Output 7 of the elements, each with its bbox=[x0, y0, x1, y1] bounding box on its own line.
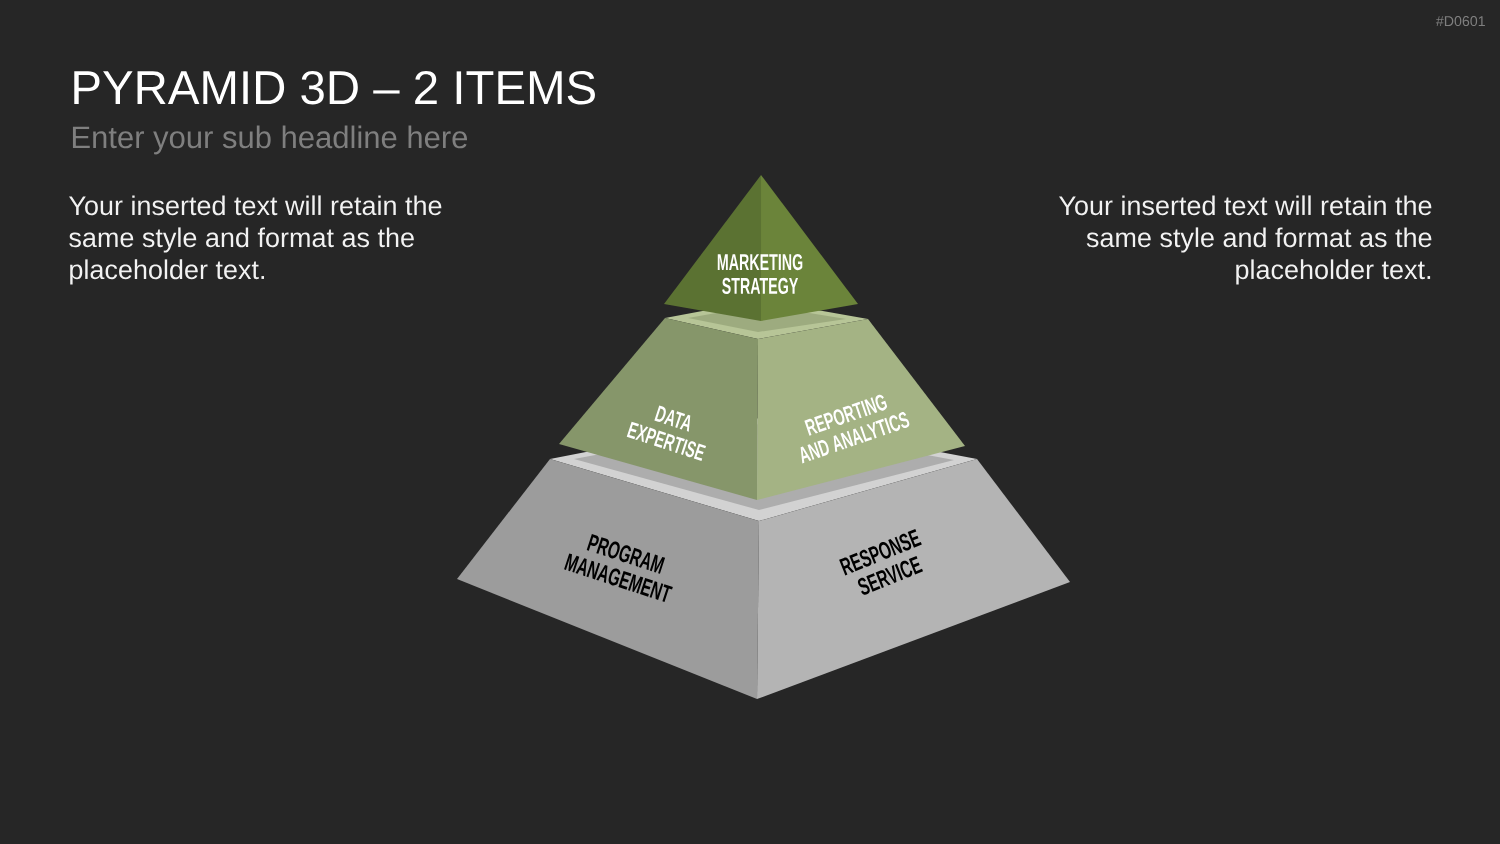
pyramid-face: DATA EXPERTISE bbox=[559, 318, 758, 500]
body-text: Your inserted text will retain the same style and format as the placeholder text. bbox=[69, 195, 442, 285]
subtitle: Enter your sub headline here bbox=[72, 125, 468, 155]
title: PYRAMID 3D – 2 ITEMS bbox=[74, 70, 595, 105]
slide-code: #D0601 bbox=[1435, 16, 1485, 27]
pyramid-tip: MARKETING STRATEGY bbox=[664, 175, 858, 321]
body-text: Your inserted text will retain the same style and format as the placeholder text. bbox=[1059, 195, 1432, 285]
